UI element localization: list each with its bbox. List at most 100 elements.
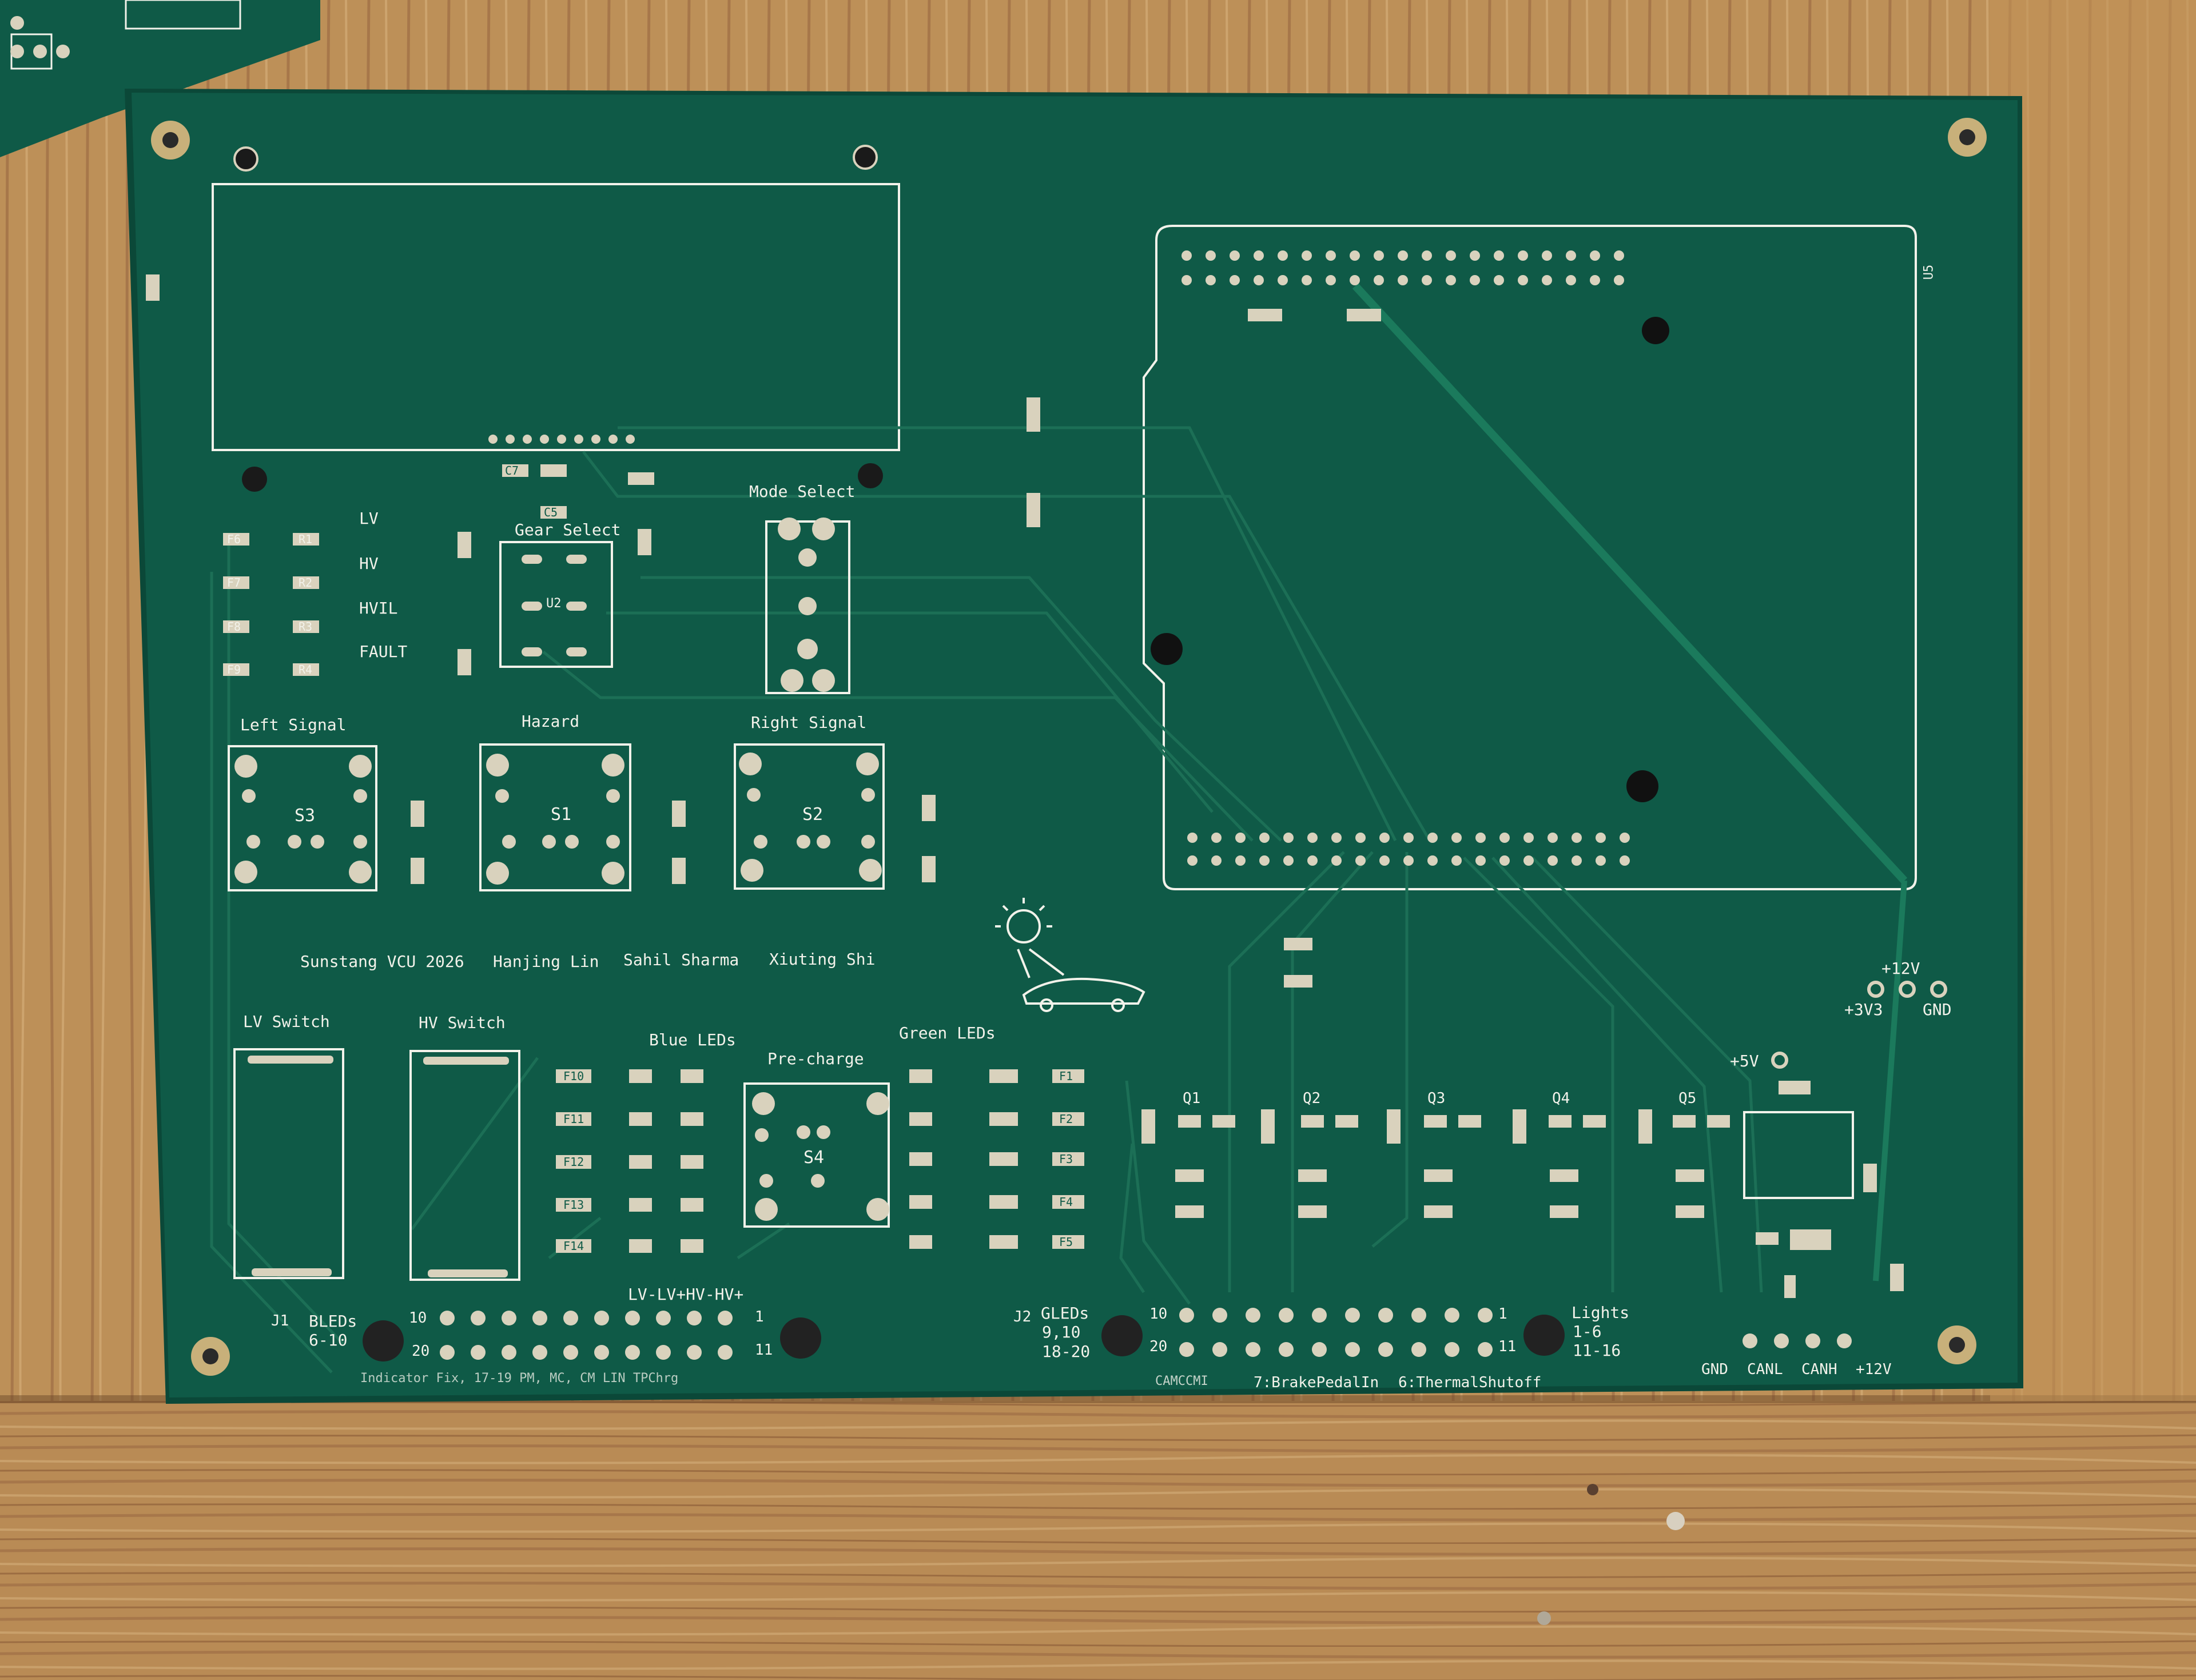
label-power-3v3: +3V3 — [1844, 1000, 1883, 1019]
mounting-holes — [151, 118, 1987, 1376]
copper-traces — [210, 426, 1763, 1374]
ref-f6: F6 — [227, 532, 241, 546]
ref-s3: S3 — [295, 806, 316, 826]
ref-u5: U5 — [1922, 264, 1936, 280]
ref-r1: R1 — [299, 532, 313, 546]
smd-components — [146, 274, 1904, 1298]
pcb-board — [125, 89, 2023, 1404]
label-lv: LV — [359, 509, 379, 528]
mcu-header-top — [1181, 250, 1624, 285]
label-j2: J2 — [1013, 1308, 1032, 1325]
label-j2-partial: CAMCCMI — [1155, 1374, 1208, 1388]
label-bottom-left-partial: Indicator Fix, 17-19 PM, MC, CM LIN TPCh… — [360, 1371, 679, 1386]
ref-s1: S1 — [551, 805, 572, 825]
label-hazard: Hazard — [522, 712, 580, 731]
label-thermal-shutoff: 6:ThermalShutoff — [1398, 1374, 1542, 1391]
label-mode-select: Mode Select — [749, 482, 856, 501]
can-header — [1743, 1333, 1852, 1348]
label-hvil: HVIL — [359, 599, 398, 618]
label-can-gnd: GND — [1701, 1361, 1728, 1378]
label-lv-hv-header: LV-LV+HV-HV+ — [628, 1285, 744, 1304]
ref-c5: C5 — [544, 505, 558, 519]
ref-u2: U2 — [546, 596, 562, 611]
credit-project: Sunstang VCU 2026 — [300, 952, 464, 971]
ref-q2: Q2 — [1303, 1090, 1321, 1107]
label-right-signal: Right Signal — [751, 713, 867, 732]
label-lights-range-b: 11-16 — [1573, 1341, 1621, 1360]
ref-c7: C7 — [505, 464, 519, 477]
switch-footprints — [228, 520, 1854, 1281]
display-outline — [212, 183, 900, 451]
display-header-pins — [488, 435, 635, 444]
j1-num-1: 1 — [755, 1308, 764, 1325]
label-gear-select: Gear Select — [515, 520, 621, 539]
label-bleds: BLEDs — [309, 1312, 357, 1331]
ref-f4: F4 — [1059, 1195, 1073, 1209]
mcu-header-bottom — [1187, 833, 1630, 866]
label-power-12v: +12V — [1881, 959, 1920, 978]
ref-r2: R2 — [299, 576, 313, 590]
ref-f8: F8 — [227, 620, 241, 634]
ref-f1: F1 — [1059, 1069, 1073, 1083]
j1-num-10: 10 — [409, 1309, 427, 1327]
ref-f12: F12 — [563, 1155, 584, 1169]
q-transistor-pads — [1178, 1115, 1730, 1128]
label-lights-range-a: 1-6 — [1573, 1322, 1602, 1341]
mcu-module-outline — [1143, 225, 1917, 890]
credit-sahil: Sahil Sharma — [623, 950, 739, 969]
j1-num-11: 11 — [755, 1341, 773, 1359]
label-can-canl: CANL — [1747, 1361, 1783, 1378]
ref-f3: F3 — [1059, 1152, 1073, 1166]
j2-header — [1179, 1308, 1493, 1357]
label-lights: Lights — [1572, 1303, 1630, 1322]
label-power-gnd: GND — [1923, 1000, 1952, 1019]
ref-q1: Q1 — [1183, 1090, 1201, 1107]
label-bleds-range: 6-10 — [309, 1331, 348, 1349]
ref-r3: R3 — [299, 620, 313, 634]
j1-header — [440, 1311, 733, 1360]
label-green-leds: Green LEDs — [899, 1024, 996, 1042]
label-power-5v: +5V — [1730, 1052, 1759, 1070]
ref-f9: F9 — [227, 663, 241, 676]
adjacent-pcb-corner — [0, 0, 320, 157]
label-can-canh: CANH — [1801, 1361, 1837, 1378]
sunstang-logo-graphic — [995, 898, 1145, 1012]
workbench-plank-bottom — [0, 1401, 2196, 1680]
ref-f7: F7 — [227, 576, 241, 590]
label-hv-switch: HV Switch — [419, 1013, 506, 1032]
j2-num-10: 10 — [1149, 1305, 1168, 1323]
label-can-12v: +12V — [1856, 1361, 1892, 1378]
j2-num-20: 20 — [1149, 1338, 1168, 1355]
label-gleds: GLEDs — [1041, 1304, 1089, 1323]
j1-num-20: 20 — [412, 1343, 430, 1360]
ref-q4: Q4 — [1552, 1090, 1570, 1107]
credit-hanjing: Hanjing Lin — [493, 952, 599, 971]
label-gleds-range-b: 18-20 — [1042, 1342, 1091, 1361]
label-left-signal: Left Signal — [240, 715, 347, 734]
label-gleds-range-a: 9,10 — [1042, 1323, 1081, 1341]
ref-s2: S2 — [802, 805, 824, 825]
slide-switch-pads — [248, 555, 587, 1277]
ref-f13: F13 — [563, 1198, 584, 1212]
j2-num-11: 11 — [1498, 1338, 1517, 1355]
ref-f14: F14 — [563, 1239, 584, 1253]
ref-s4: S4 — [803, 1148, 825, 1168]
ref-q3: Q3 — [1427, 1090, 1446, 1107]
label-hv: HV — [359, 554, 379, 573]
ref-f5: F5 — [1059, 1235, 1073, 1249]
ref-q5: Q5 — [1678, 1090, 1697, 1107]
label-lv-switch: LV Switch — [243, 1012, 330, 1031]
power-test-points — [1771, 981, 1947, 1069]
label-brake-pedal: 7:BrakePedalIn — [1254, 1374, 1379, 1391]
credit-xiuting: Xiuting Shi — [769, 950, 876, 969]
label-j1: J1 — [271, 1312, 289, 1329]
label-fault: FAULT — [359, 642, 408, 661]
label-pre-charge: Pre-charge — [767, 1049, 864, 1068]
ref-f2: F2 — [1059, 1112, 1073, 1126]
label-blue-leds: Blue LEDs — [649, 1030, 736, 1049]
j2-num-1: 1 — [1498, 1305, 1507, 1323]
ref-r4: R4 — [299, 663, 313, 676]
ref-f11: F11 — [563, 1112, 584, 1126]
switch-pads — [234, 517, 889, 1221]
